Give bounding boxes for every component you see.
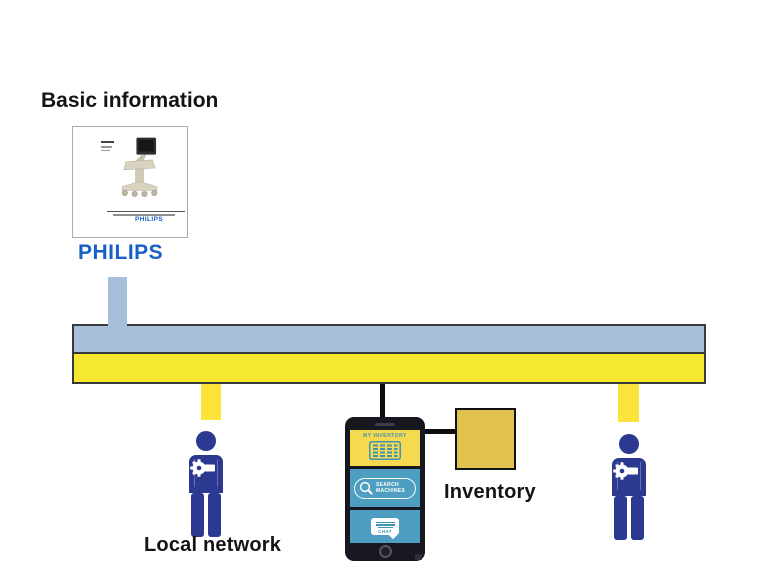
phone-home-button (378, 545, 392, 558)
chat-text-line (375, 521, 395, 523)
bus-to-phone-cable (380, 384, 385, 418)
bus-yellow-band (74, 354, 704, 382)
inventory-box (455, 408, 516, 470)
search-icon (359, 481, 373, 495)
bus-divider (74, 352, 704, 354)
phone-to-inventory-cable (424, 429, 456, 434)
manual-text-line (101, 141, 114, 143)
app-search-section: SEARCH MACHINES (350, 469, 420, 507)
search-machines-button[interactable]: SEARCH MACHINES (354, 477, 416, 499)
phone-mockup: MY INVENTORY SEARCH MACHINES (345, 417, 425, 561)
search-button-line1: SEARCH (376, 482, 399, 488)
person-right-icon (612, 434, 646, 540)
app-title: MY INVENTORY (363, 433, 407, 439)
local-network-label: Local network (144, 534, 282, 556)
chat-button[interactable]: CHAT (371, 518, 399, 540)
chat-label: CHAT (378, 529, 392, 534)
phone-corner-chip (415, 554, 422, 560)
page-title: Basic information (41, 89, 219, 112)
manual-text-line (101, 146, 112, 148)
bus-to-right-person-connector (618, 384, 639, 422)
chat-text-line (375, 524, 395, 526)
chat-text-line (377, 526, 393, 528)
manual-philips-logo: PHILIPS (135, 216, 164, 223)
app-chat-section: CHAT (350, 510, 420, 543)
bus-to-left-person-connector (201, 384, 221, 420)
ultrasound-machine-icon (121, 137, 158, 197)
bus-blue-band (74, 326, 704, 352)
manual-footer-rule (107, 211, 185, 212)
phone-speaker (375, 423, 395, 426)
person-left-icon (189, 431, 223, 537)
philips-wordmark: PHILIPS (78, 241, 164, 264)
search-button-line2: MACHINES (376, 488, 406, 494)
app-header: MY INVENTORY (350, 430, 420, 466)
inventory-label: Inventory (444, 481, 536, 503)
manual-card: PHILIPS (72, 126, 188, 238)
manual-footer-text-line (113, 214, 175, 216)
network-bus (72, 324, 706, 384)
card-to-bus-connector (108, 277, 127, 326)
inventory-grid-icon (369, 441, 401, 460)
manual-text-line (101, 149, 110, 151)
